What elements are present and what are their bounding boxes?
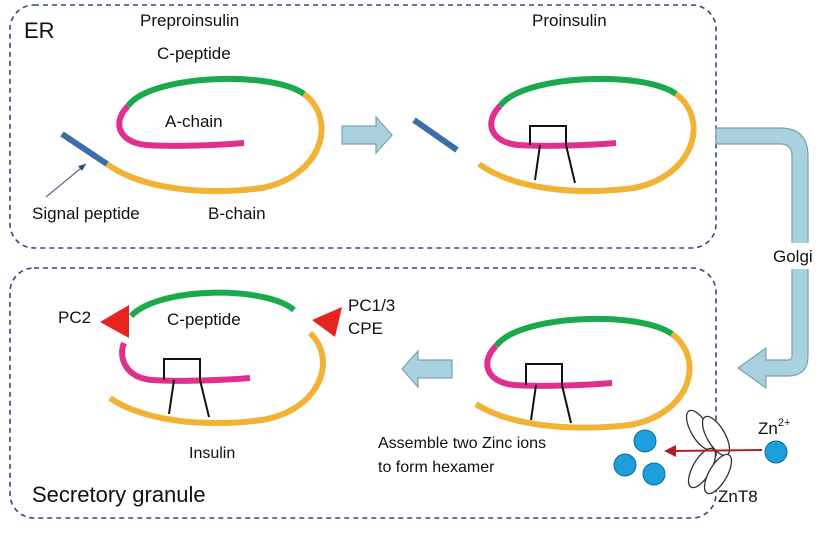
c-peptide-label-bottom: C-peptide (167, 310, 241, 329)
assemble-text-line1: Assemble two Zinc ions (378, 435, 546, 452)
zinc-ion (613, 453, 637, 477)
granule-flow-arrow (401, 349, 453, 389)
a-chain (488, 103, 617, 149)
a-chain (119, 341, 251, 384)
zinc-transport-arrow-head (664, 445, 676, 457)
preproinsulin-label: Preproinsulin (140, 11, 239, 30)
disulfide-bonds (163, 358, 210, 418)
golgi-label: Golgi (773, 247, 813, 266)
golgi-flow-arrow-body (715, 127, 809, 390)
b-chain (474, 331, 693, 431)
pc13-label: PC1/3 (348, 296, 395, 315)
transporter-helix (703, 453, 733, 495)
a-chain (484, 343, 613, 389)
zinc-ion (642, 462, 666, 486)
granule-proinsulin-structure (474, 315, 693, 431)
signal-peptide-segment (412, 117, 459, 153)
b-chain (108, 330, 326, 427)
zinc-charge: 2+ (778, 417, 791, 429)
c-peptide-chain (493, 315, 674, 348)
golgi-label-bg (772, 243, 824, 269)
c-peptide-chain (125, 75, 306, 108)
er-label: ER (24, 18, 55, 43)
c-peptide-chain (128, 289, 296, 319)
zinc-transport-arrow (671, 449, 763, 452)
b-chain (477, 91, 697, 194)
a-chain (116, 103, 245, 149)
assemble-text-line2: to form hexamer (378, 459, 495, 476)
insulin-structure (108, 289, 326, 427)
cpe-label: CPE (348, 319, 383, 338)
er-compartment (9, 4, 717, 249)
proinsulin-structure (477, 75, 697, 194)
zinc-ion-external (764, 440, 788, 464)
disulfide-bonds (529, 125, 576, 184)
znt8-label: ZnT8 (718, 487, 758, 506)
signal-peptide-pointer (45, 163, 87, 198)
pc2-cleavage-marker (100, 305, 129, 338)
c-peptide-label-top: C-peptide (157, 44, 231, 63)
zinc-ion (633, 429, 657, 453)
b-chain-label: B-chain (208, 204, 266, 223)
signal-peptide-label: Signal peptide (32, 204, 140, 223)
signal-peptide-pointer-head (78, 164, 86, 171)
insulin-label: Insulin (189, 445, 235, 462)
pc13-cleavage-marker (312, 307, 342, 337)
zinc-ion-label: Zn2+ (758, 417, 790, 438)
pc2-label: PC2 (58, 308, 91, 327)
proinsulin-label: Proinsulin (532, 11, 607, 30)
zinc-symbol: Zn (758, 419, 778, 438)
secretory-granule-label: Secretory granule (32, 482, 206, 507)
secretory-granule-compartment (9, 267, 717, 519)
a-chain-label: A-chain (165, 112, 223, 131)
zinc-ion-cluster (613, 429, 666, 486)
er-flow-arrow (341, 115, 393, 155)
preproinsulin-structure (60, 75, 325, 194)
c-peptide-chain (497, 75, 678, 108)
znt8-transporter-icon (685, 409, 733, 495)
b-chain (105, 91, 325, 194)
disulfide-bonds (525, 363, 572, 424)
signal-peptide-segment (60, 131, 109, 167)
